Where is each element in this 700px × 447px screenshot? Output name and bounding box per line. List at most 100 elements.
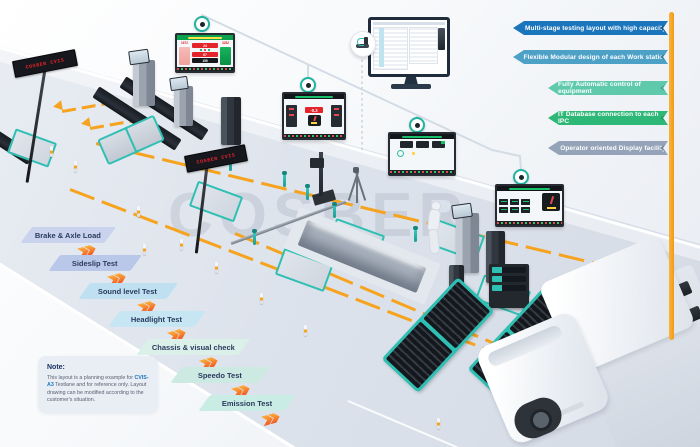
- station-label-text: Sound level Test: [98, 286, 158, 296]
- feature-banner: Multi-stage testing layout with high cap…: [513, 21, 668, 35]
- bollard: [74, 161, 77, 172]
- display-board-sideslip: -0.3: [282, 92, 346, 140]
- board-value: 67: [192, 52, 218, 58]
- bar-left: [179, 46, 190, 65]
- station-label-text: Sideslip Test: [72, 258, 119, 268]
- network-node-icon: [513, 169, 529, 185]
- board-value: 155: [192, 58, 218, 64]
- status-dots: [192, 49, 218, 52]
- station-label: Brake & Axle Load: [20, 227, 116, 243]
- bollard: [143, 244, 146, 255]
- note-text: Testlane and for reference only. Layout …: [47, 382, 147, 404]
- board-panel: [499, 206, 508, 213]
- status-dot-icon: [412, 152, 415, 155]
- note-highlight: CVIS-A3: [47, 375, 149, 389]
- board-value: -0.3: [305, 107, 323, 113]
- operator-mannequin-legs: [427, 228, 441, 255]
- board-panel: [499, 198, 508, 205]
- status-ring-icon: [397, 150, 404, 157]
- display-board-brake: 1672 24 67 155 3282: [175, 33, 235, 73]
- feature-label: Operator oriented Display facility: [560, 144, 666, 152]
- board-panel: [510, 206, 519, 213]
- monitor-stand: [404, 77, 418, 85]
- note-title: Note:: [47, 364, 65, 371]
- board-footer: [284, 133, 344, 138]
- board-value: 24: [192, 43, 218, 49]
- monitor-side-block: [438, 28, 445, 50]
- station-label: Headlight Test: [108, 311, 206, 327]
- headlight-tester-head: [310, 158, 324, 168]
- speedo-gauge: [542, 193, 560, 211]
- board-footer: [390, 169, 454, 174]
- display-board-speedo: [495, 184, 564, 227]
- monitor-toolbar: [373, 22, 445, 25]
- ipc-cabinet: [133, 60, 155, 106]
- station-label: Sound level Test: [78, 283, 178, 299]
- sensor-pole: [282, 171, 287, 187]
- station-label: Sideslip Test: [48, 255, 142, 271]
- tripod-leg: [356, 172, 358, 203]
- ipc-cabinet-dark: [221, 97, 241, 145]
- headlight-tester-mast: [319, 152, 323, 196]
- bollard: [215, 262, 218, 273]
- sensor-pole: [252, 229, 257, 245]
- network-node-icon: [300, 77, 316, 93]
- station-label: Speedo Test: [170, 367, 270, 383]
- feature-banner: Flexible Modular design of each Work sta…: [513, 50, 668, 64]
- station-label-text: Brake & Axle Load: [35, 230, 102, 240]
- board-header: [177, 35, 233, 40]
- board-panel: [331, 105, 342, 128]
- board-panel: [286, 105, 297, 128]
- ipc-cabinet: [174, 86, 193, 126]
- board-panel: [399, 141, 413, 148]
- feature-banner: Operator oriented Display facility: [548, 141, 668, 155]
- board-footer: [497, 220, 562, 225]
- monitor-highlight-column: [379, 28, 384, 67]
- board-header: [390, 134, 454, 139]
- station-label-text: Emission Test: [222, 398, 273, 408]
- board-value: 3282: [221, 41, 230, 45]
- sensor-pole: [332, 202, 337, 218]
- network-node-icon: [194, 16, 210, 32]
- feature-label: Multi-stage testing layout with high cap…: [524, 24, 666, 32]
- bollard: [437, 418, 440, 429]
- monitor-table-left: [373, 27, 408, 70]
- board-value: 1672: [180, 41, 189, 45]
- station-label: Emission Test: [198, 395, 296, 411]
- led-sign-text: COSBER CVIS: [24, 56, 66, 71]
- bollard: [137, 206, 140, 217]
- board-panel: [521, 198, 530, 205]
- feature-label: Flexible Modular design of each Work sta…: [523, 53, 668, 61]
- board-header: [497, 186, 562, 191]
- sensor-pole: [305, 184, 310, 200]
- board-gauge: [307, 114, 321, 126]
- bollard: [304, 325, 307, 336]
- bollard: [180, 239, 183, 250]
- cabinet-screen: [451, 202, 473, 220]
- station-label-text: Chassis & visual check: [151, 342, 235, 352]
- feature-label: IT Database connection to each IPC: [558, 111, 659, 125]
- control-monitor: [368, 17, 450, 77]
- station-label-text: Headlight Test: [131, 314, 183, 324]
- monitor-base: [391, 84, 431, 89]
- server-rack: [489, 264, 529, 308]
- note-box: Note: This layout is a planning example …: [38, 356, 158, 413]
- feature-label: Fully Automatic control of equipment: [558, 81, 641, 95]
- station-label: Chassis & visual check: [136, 339, 250, 355]
- bollard: [50, 146, 53, 157]
- bollard: [260, 293, 263, 304]
- cabinet-screen: [128, 48, 150, 66]
- cabinet-screen: [169, 75, 189, 92]
- board-footer: [177, 66, 233, 71]
- note-text: This layout is a planning example for: [47, 375, 135, 381]
- network-node-icon: [409, 117, 425, 133]
- board-panel: [431, 141, 445, 148]
- sensor-pole: [413, 226, 418, 242]
- led-sign-text: COSBER CVIS: [195, 151, 237, 166]
- feature-connector-line: [669, 12, 674, 340]
- bar-right: [220, 46, 231, 65]
- display-board-suspension: [388, 132, 456, 176]
- board-panel: [415, 141, 429, 148]
- note-body: This layout is a planning example for CV…: [47, 375, 149, 405]
